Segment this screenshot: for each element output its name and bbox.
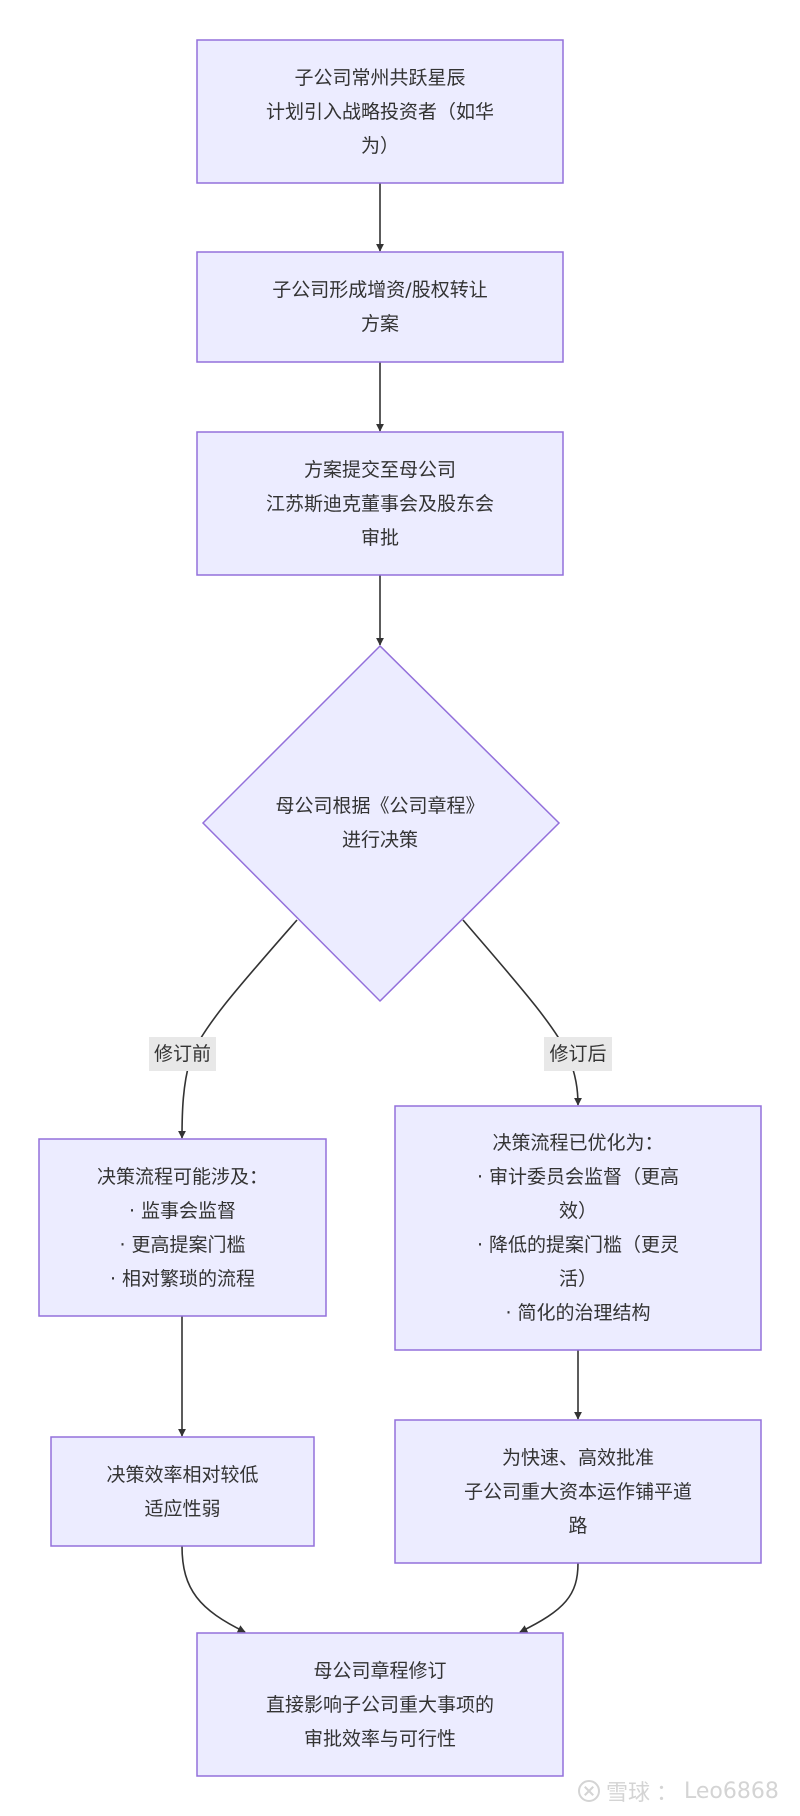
watermark-separator: ： (656, 1781, 679, 1806)
edge-label-before: 修订前 (149, 1037, 216, 1071)
edge-decision-to-before (178, 919, 298, 1139)
node-text-line: 决策流程可能涉及： (97, 1166, 268, 1188)
node-text-line: 为） (361, 135, 399, 157)
node-text-line: 适应性弱 (144, 1498, 220, 1520)
node-text-line: 母公司章程修订 (313, 1660, 446, 1682)
node-text-line: 路 (568, 1515, 587, 1537)
node-after-result: 为快速、高效批准 子公司重大资本运作铺平道 路 (394, 1419, 762, 1564)
node-before-result: 决策效率相对较低 适应性弱 (50, 1436, 315, 1547)
node-text-line: 方案提交至母公司 (304, 459, 456, 481)
edge-before-result-to-conclusion (181, 1545, 246, 1633)
watermark-site: 雪球 (606, 1781, 651, 1806)
node-text-line: 直接影响子公司重大事项的 (266, 1694, 494, 1716)
node-text-line: 子公司常州共跃星辰 (294, 67, 465, 89)
node-submit: 方案提交至母公司 江苏斯迪克董事会及股东会 审批 (196, 431, 564, 576)
node-text-line: 活） (559, 1268, 597, 1290)
node-text-line: 方案 (361, 313, 399, 335)
node-after-process: 决策流程已优化为： · 审计委员会监督（更高 效） · 降低的提案门槛（更灵 活… (394, 1105, 762, 1351)
edge-label-after: 修订后 (544, 1037, 612, 1071)
node-start: 子公司常州共跃星辰 计划引入战略投资者（如华 为） (196, 39, 564, 184)
node-text-line: 决策效率相对较低 (106, 1464, 258, 1486)
edge-label-after-text: 修订后 (549, 1043, 606, 1065)
node-before-process: 决策流程可能涉及： · 监事会监督 · 更高提案门槛 · 相对繁琐的流程 (38, 1138, 327, 1317)
node-text-line: 审批效率与可行性 (304, 1728, 456, 1750)
node-text-line: · 降低的提案门槛（更灵 (477, 1234, 679, 1256)
node-text-line: · 更高提案门槛 (119, 1234, 245, 1256)
node-text-line: 子公司重大资本运作铺平道 (464, 1481, 692, 1503)
node-text-line: · 简化的治理结构 (505, 1302, 650, 1324)
node-text-line: · 监事会监督 (129, 1200, 236, 1222)
node-plan: 子公司形成增资/股权转让 方案 (196, 251, 564, 363)
node-decision: 母公司根据《公司章程》 进行决策 (201, 644, 561, 1003)
edge-label-before-text: 修订前 (154, 1043, 211, 1065)
node-text-line: 审批 (361, 527, 399, 549)
edge-after-result-to-conclusion (519, 1562, 579, 1633)
edge-decision-to-after (462, 919, 582, 1106)
node-text-line: · 审计委员会监督（更高 (477, 1166, 679, 1188)
node-text-line: 效） (559, 1200, 597, 1222)
snowball-logo-icon (578, 1780, 600, 1802)
node-text-line: 母公司根据《公司章程》 (275, 795, 484, 817)
node-text-line: 子公司形成增资/股权转让 (272, 279, 487, 301)
watermark: 雪球：Leo6868 (578, 1776, 779, 1806)
node-text-line: 决策流程已优化为： (492, 1132, 663, 1154)
node-text-line: 为快速、高效批准 (502, 1447, 654, 1469)
node-text-line: 江苏斯迪克董事会及股东会 (266, 493, 494, 515)
watermark-user: Leo6868 (684, 1778, 779, 1804)
node-text-line: 计划引入战略投资者（如华 (266, 101, 494, 123)
node-text-line: · 相对繁琐的流程 (110, 1268, 255, 1290)
node-conclusion: 母公司章程修订 直接影响子公司重大事项的 审批效率与可行性 (196, 1632, 564, 1777)
node-text-line: 进行决策 (342, 829, 418, 851)
